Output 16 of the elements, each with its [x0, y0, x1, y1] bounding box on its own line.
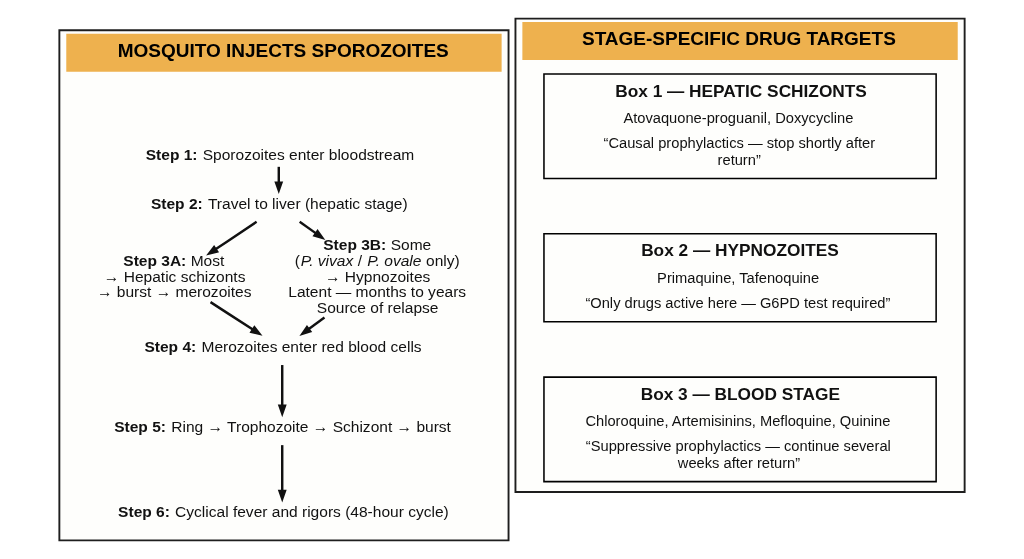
arrow: [277, 365, 287, 418]
node-text: Step 4: Merozoites enter red blood cells: [144, 338, 422, 356]
node-box: Box 3 — BLOOD STAGE Chloroquine, Artemisinins, Mefloquine, Quinine “Suppressive prophylactics — continue several weeks after return”: [543, 376, 937, 483]
node-text: Step 3B: Some (P. vivax / P. ovale only) → Hypnozoites Latent — months to years Source of relapse: [288, 236, 467, 316]
arrow: [277, 445, 287, 503]
arrow: [209, 301, 263, 336]
node-box: Box 1 — HEPATIC SCHIZONTS Atovaquone-proguanil, Doxycycline “Causal prophylactics — stop shortly after return”: [543, 73, 937, 180]
node-text: Step 6: Cyclical fever and rigors (48-hour cycle): [118, 503, 449, 521]
node-text: Step 5: Ring → Trophozoite → Schizont → burst: [114, 418, 451, 436]
node-text: Step 2: Travel to liver (hepatic stage): [150, 195, 408, 213]
node-box: Box 2 — HYPNOZOITES Primaquine, Tafenoquine “Only drugs active here — G6PD test required”: [543, 232, 937, 323]
arrow: [299, 316, 326, 336]
arrow: [298, 220, 326, 241]
node-text: Step 1: Sporozoites enter bloodstream: [145, 146, 415, 164]
arrow: [206, 220, 258, 256]
node-text: Step 3A: Most → Hepatic schizonts → burst → merozoites: [96, 252, 252, 301]
